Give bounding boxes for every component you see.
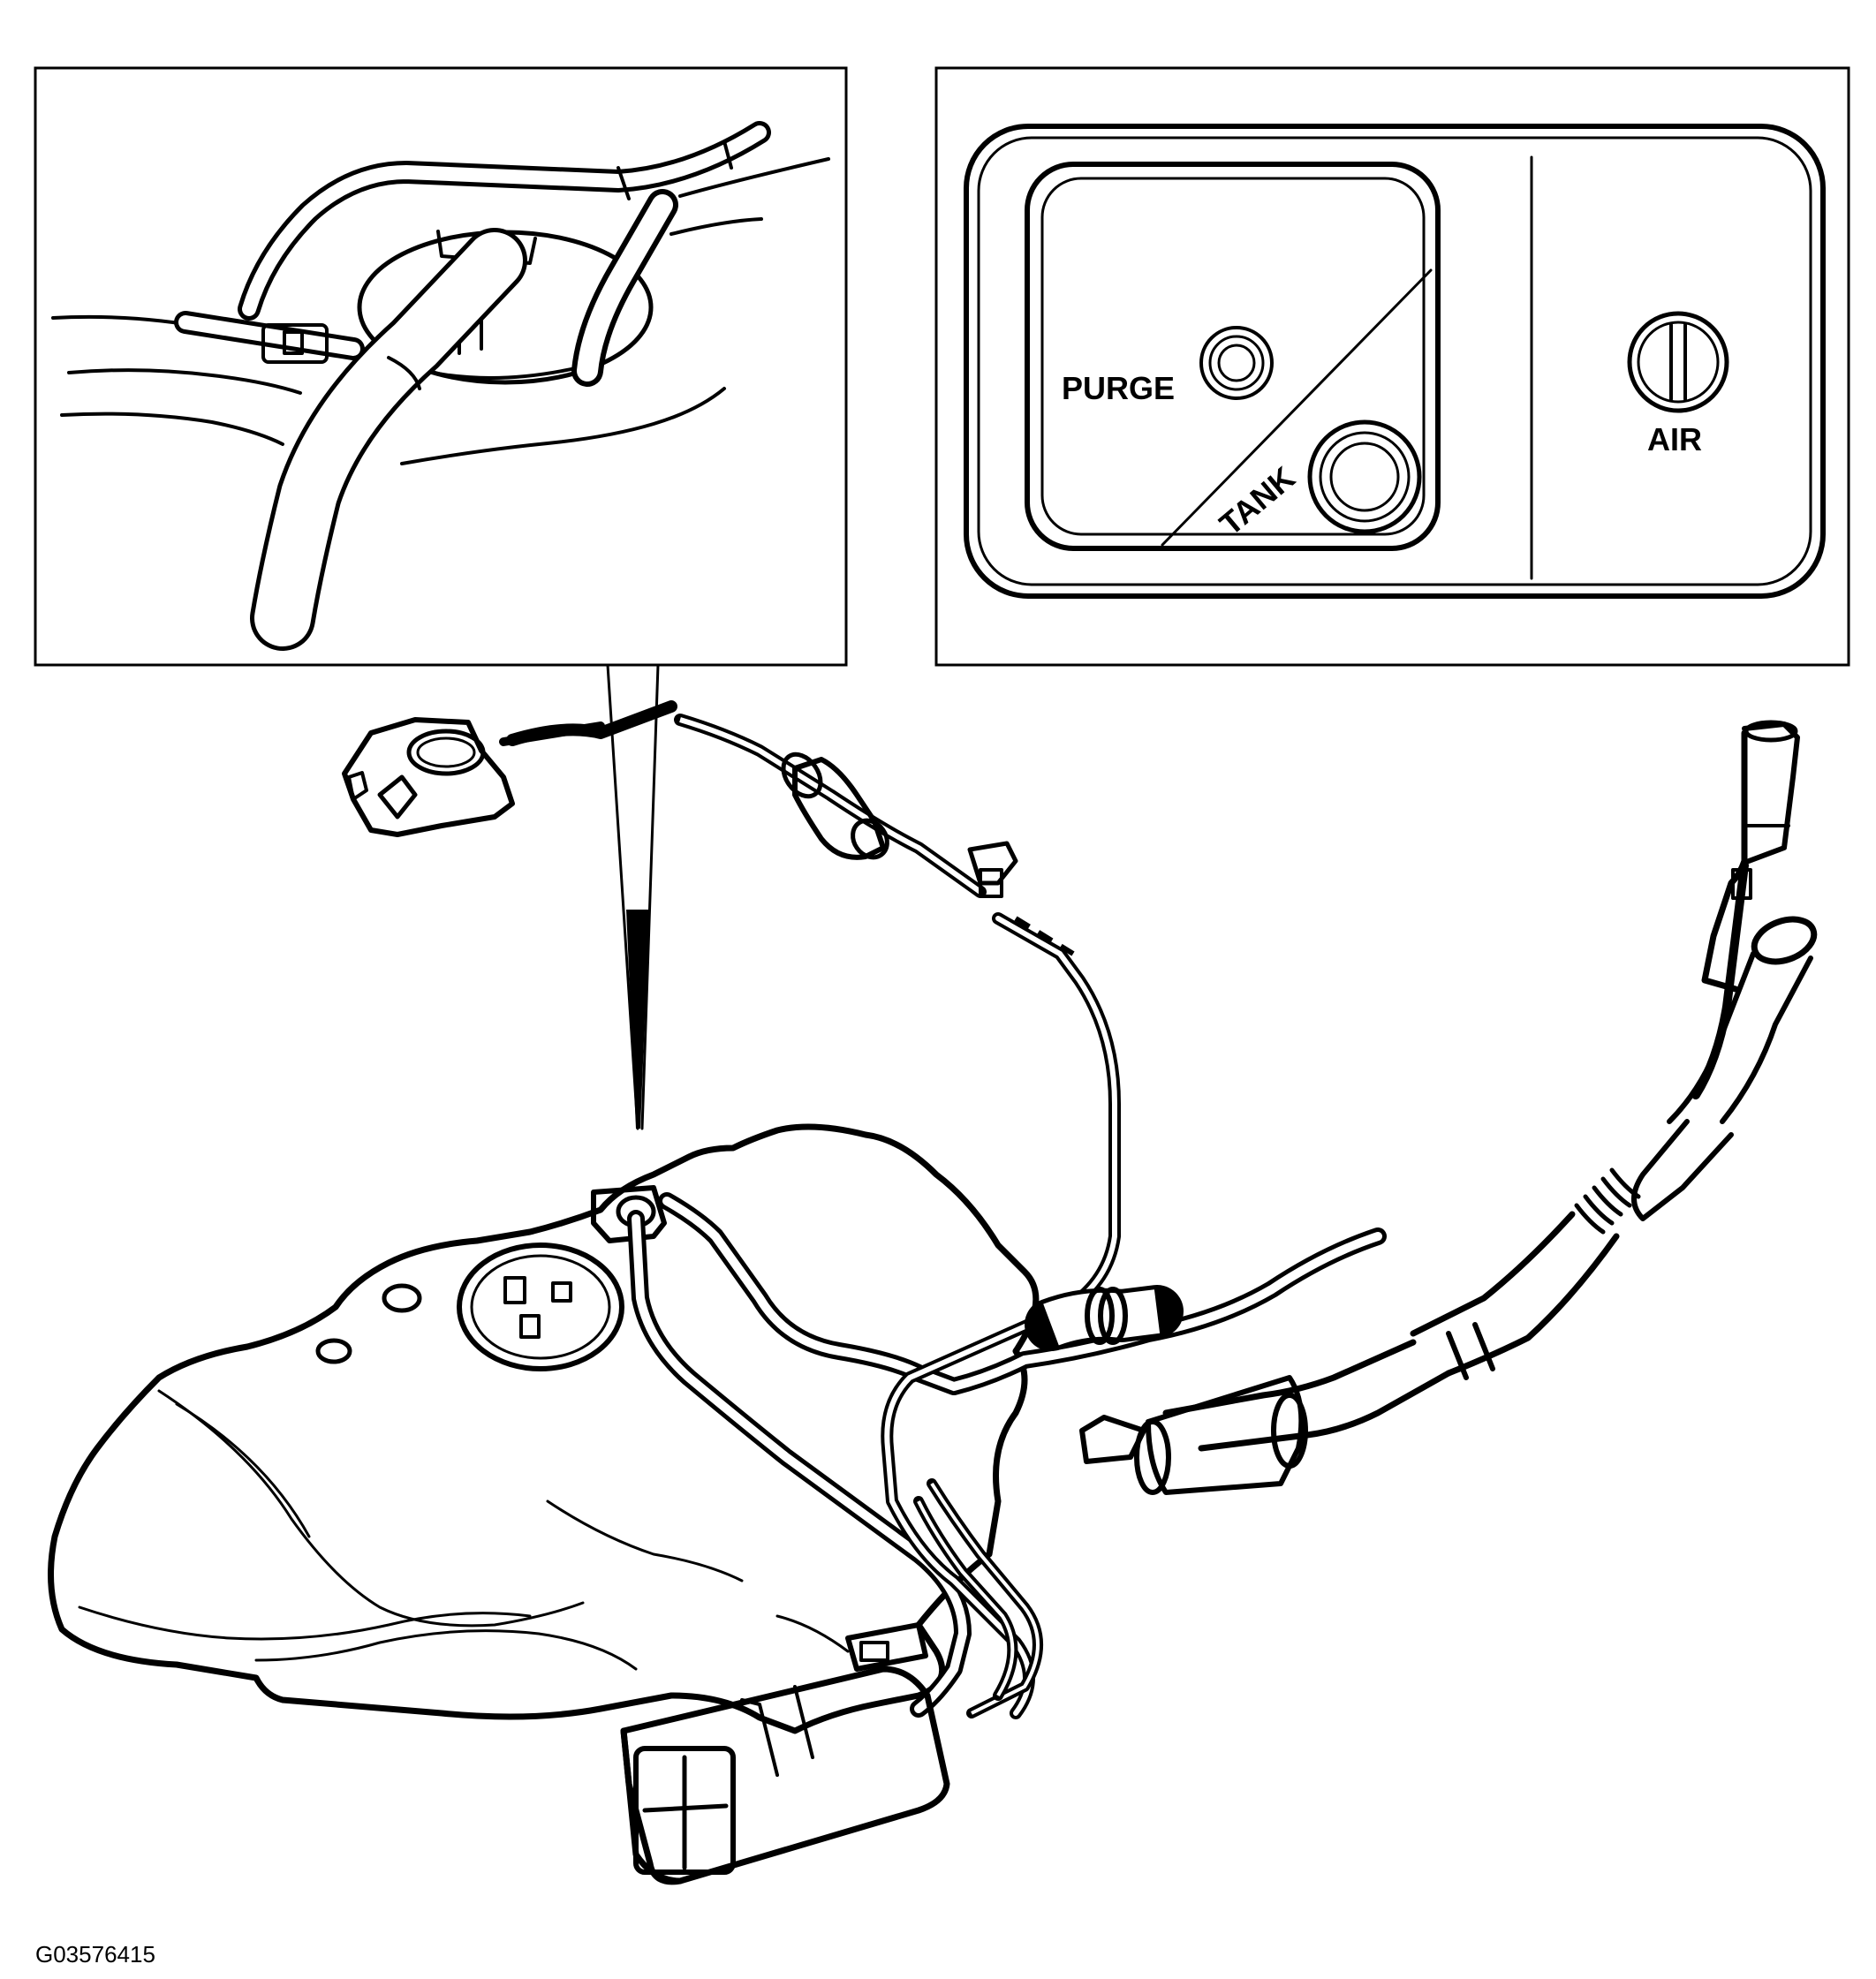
canister-face-inner — [1025, 162, 1441, 551]
purge-line — [881, 912, 1121, 1719]
main-hose-large — [250, 228, 527, 651]
purge-port — [1199, 326, 1274, 400]
detail-inset-canister-ports: PURGE TANK AIR — [934, 66, 1850, 667]
evap-canister — [620, 1622, 950, 1885]
port-divider-diagonal — [1161, 268, 1433, 547]
loop-hose — [238, 121, 771, 321]
canister-lines-bundle — [913, 1478, 1043, 1718]
purge-label: PURGE — [1062, 370, 1175, 406]
fuel-tank-outline — [48, 1123, 1040, 1734]
callout-pointer — [606, 663, 660, 1130]
detail-inset-hose-connection — [34, 66, 848, 1130]
quick-connector — [174, 311, 365, 364]
vent-hose-right — [571, 189, 678, 387]
canister-face-outer — [964, 124, 1826, 599]
line-clip — [967, 841, 1018, 898]
evap-line-upper — [658, 1192, 1387, 1395]
filler-neck — [1162, 720, 1818, 1452]
figure-id: G03576415 — [35, 1941, 155, 1968]
lower-hose-section — [1079, 1375, 1308, 1495]
fuel-tank — [48, 1123, 1040, 1734]
air-label: AIR — [1647, 421, 1702, 457]
purge-line-upper-run — [499, 700, 987, 898]
canister-inset-frame — [934, 66, 1850, 667]
filler-hose-lower — [1025, 1285, 1184, 1351]
filler-vent-line — [1691, 861, 1752, 1099]
tank-boss — [315, 1283, 422, 1364]
main-assembly — [48, 700, 1818, 1885]
purge-line-fitting — [342, 717, 515, 837]
air-port — [1627, 311, 1729, 413]
inline-check-valve — [781, 752, 889, 860]
tank-port — [1307, 419, 1422, 534]
fuel-pump-module — [457, 1243, 624, 1371]
vent-line-to-canister — [627, 1210, 972, 1718]
